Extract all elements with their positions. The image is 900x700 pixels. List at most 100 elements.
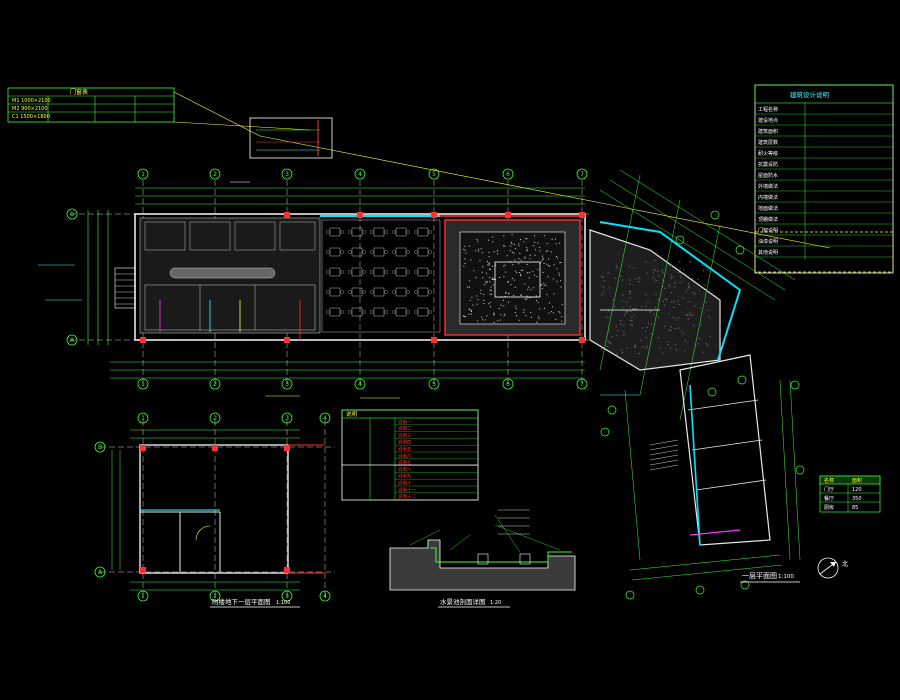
basement-bubble-left-label: B bbox=[98, 444, 102, 451]
texture-dot bbox=[552, 278, 554, 280]
texture-dot bbox=[510, 242, 512, 244]
texture-dot bbox=[542, 257, 544, 259]
texture-dot bbox=[646, 346, 648, 348]
texture-dot bbox=[519, 239, 521, 241]
texture-dot bbox=[674, 328, 676, 330]
texture-dot bbox=[549, 265, 551, 267]
texture-dot bbox=[662, 272, 664, 274]
axis-bubble-top: 4 bbox=[354, 168, 366, 180]
texture-dot bbox=[687, 313, 689, 315]
texture-dot bbox=[492, 284, 494, 286]
texture-dot bbox=[631, 316, 633, 318]
texture-dot bbox=[601, 294, 603, 296]
texture-dot bbox=[560, 280, 562, 282]
texture-dot bbox=[469, 245, 471, 247]
texture-dot bbox=[547, 250, 549, 252]
texture-dot bbox=[530, 311, 532, 313]
texture-dot bbox=[525, 298, 527, 300]
texture-dot bbox=[541, 255, 543, 257]
texture-dot bbox=[526, 272, 528, 274]
texture-dot bbox=[629, 279, 631, 281]
texture-dot bbox=[668, 284, 670, 286]
texture-dot bbox=[629, 283, 631, 285]
texture-dot bbox=[556, 281, 558, 283]
texture-dot bbox=[469, 280, 471, 282]
texture-dot bbox=[645, 305, 647, 307]
texture-dot bbox=[620, 320, 622, 322]
texture-dot bbox=[705, 343, 707, 345]
texture-dot bbox=[607, 340, 609, 342]
texture-dot bbox=[490, 290, 492, 292]
texture-dot bbox=[552, 312, 554, 314]
texture-dot bbox=[692, 324, 694, 326]
texture-dot bbox=[556, 257, 558, 259]
legend-cell: 名称 bbox=[824, 477, 834, 484]
texture-dot bbox=[687, 318, 689, 320]
texture-dot bbox=[472, 304, 474, 306]
texture-dot bbox=[548, 312, 550, 314]
texture-dot bbox=[492, 277, 494, 279]
texture-dot bbox=[709, 335, 711, 337]
texture-dot bbox=[526, 250, 528, 252]
texture-dot bbox=[634, 346, 636, 348]
texture-dot bbox=[560, 286, 562, 288]
texture-dot bbox=[527, 288, 529, 290]
texture-dot bbox=[642, 327, 644, 329]
texture-dot bbox=[628, 266, 630, 268]
texture-dot bbox=[518, 319, 520, 321]
axis-bubble-top: 6 bbox=[502, 168, 514, 180]
texture-dot bbox=[530, 289, 532, 291]
texture-dot bbox=[462, 315, 464, 317]
texture-dot bbox=[673, 306, 675, 308]
texture-dot bbox=[510, 284, 512, 286]
texture-dot bbox=[688, 286, 690, 288]
axis-bubble-top: 5 bbox=[428, 168, 440, 180]
texture-dot bbox=[653, 268, 655, 270]
texture-dot bbox=[538, 308, 540, 310]
dining-table bbox=[414, 247, 432, 257]
texture-dot bbox=[507, 293, 509, 295]
basement-bubble-top: 1 bbox=[137, 412, 149, 424]
texture-dot bbox=[490, 286, 492, 288]
texture-dot bbox=[708, 316, 710, 318]
texture-dot bbox=[554, 238, 556, 240]
texture-dot bbox=[658, 337, 660, 339]
dining-table bbox=[326, 287, 344, 297]
texture-dot bbox=[463, 265, 465, 267]
texture-dot bbox=[668, 313, 670, 315]
dining-table bbox=[414, 267, 432, 277]
texture-dot bbox=[702, 264, 704, 266]
legend-cell: 350 bbox=[852, 496, 862, 502]
top-left-table-row: M1 1000×2100 bbox=[12, 98, 51, 104]
texture-dot bbox=[674, 286, 676, 288]
texture-dot bbox=[534, 235, 536, 237]
texture-dot bbox=[622, 352, 624, 354]
texture-dot bbox=[528, 272, 530, 274]
notes-row: 说明一 bbox=[398, 418, 412, 425]
axis-bubble-bottom: 4 bbox=[354, 378, 366, 390]
texture-dot bbox=[480, 248, 482, 250]
texture-dot bbox=[482, 319, 484, 321]
texture-dot bbox=[477, 240, 479, 242]
texture-dot bbox=[510, 245, 512, 247]
top-right-table-row: 建筑面积 bbox=[758, 128, 778, 135]
texture-dot bbox=[534, 241, 536, 243]
texture-dot bbox=[648, 322, 650, 324]
texture-dot bbox=[670, 274, 672, 276]
texture-dot bbox=[481, 316, 483, 318]
texture-dot bbox=[516, 315, 518, 317]
top-right-table-row: 顶棚做法 bbox=[758, 216, 778, 223]
texture-dot bbox=[518, 243, 520, 245]
texture-dot bbox=[503, 265, 505, 267]
texture-dot bbox=[634, 308, 636, 310]
texture-dot bbox=[482, 277, 484, 279]
texture-dot bbox=[670, 329, 672, 331]
texture-dot bbox=[670, 264, 672, 266]
texture-dot bbox=[504, 245, 506, 247]
texture-dot bbox=[608, 331, 610, 333]
texture-dot bbox=[629, 292, 631, 294]
texture-dot bbox=[497, 250, 499, 252]
texture-dot bbox=[674, 344, 676, 346]
texture-dot bbox=[658, 317, 660, 319]
